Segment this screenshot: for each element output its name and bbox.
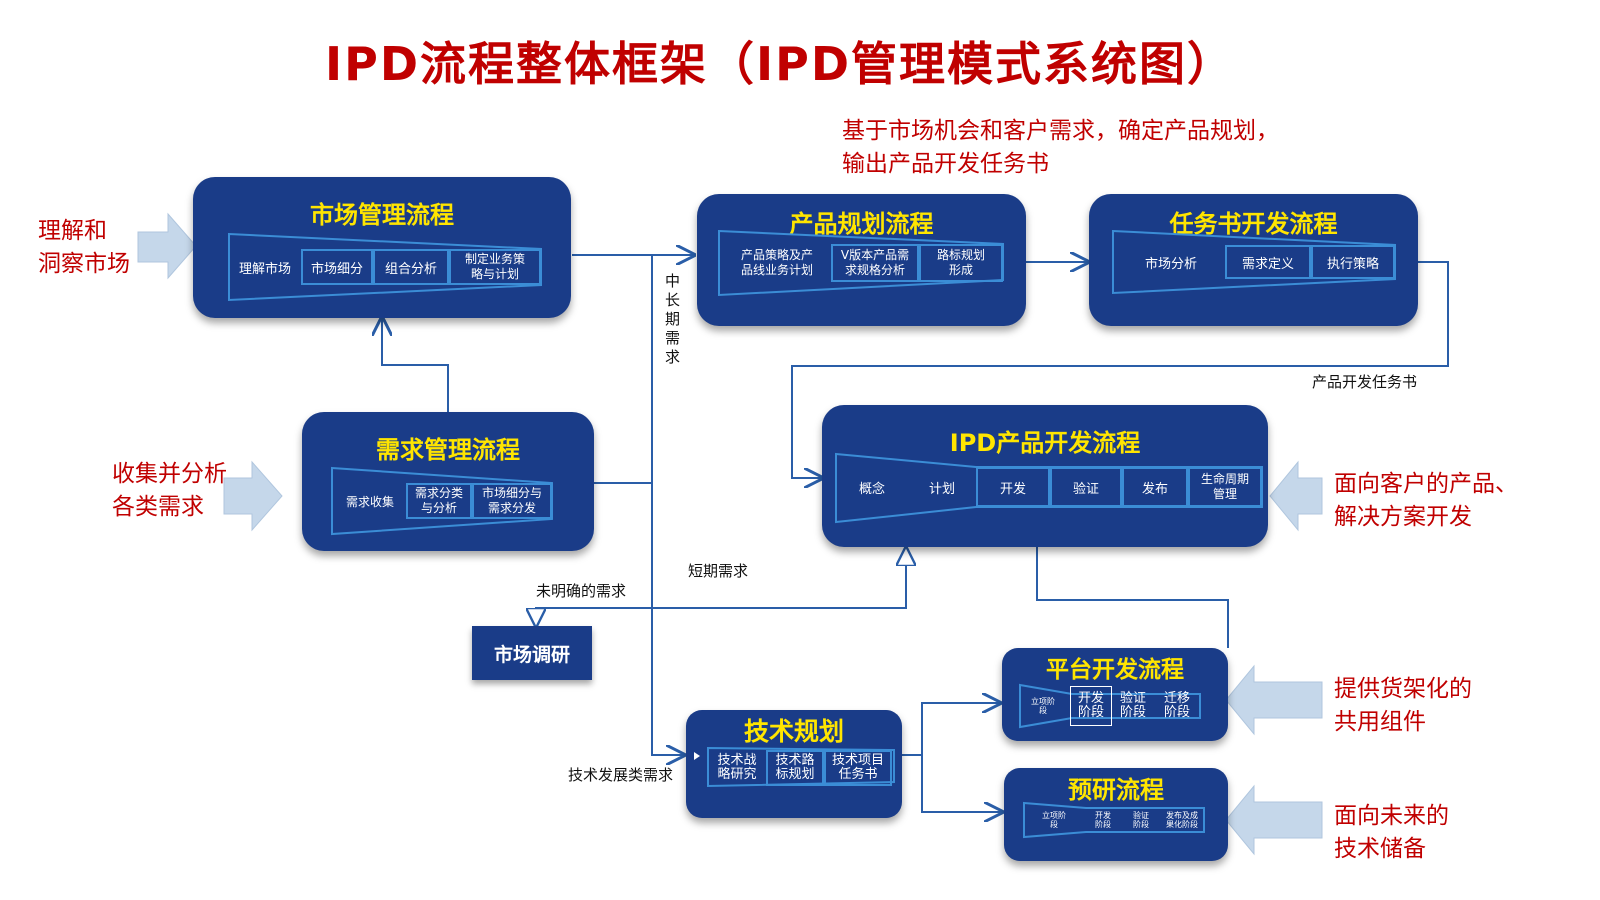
tech-step-roadmap: 技术路 标规划	[766, 750, 824, 786]
line-tech-to-platform	[902, 703, 1000, 756]
platform-step-develop: 开发 阶段	[1070, 686, 1112, 726]
platform-dev-title: 平台开发流程	[1046, 657, 1184, 683]
demand-management-funnel	[331, 466, 553, 536]
task-dev-title: 任务书开发流程	[1169, 210, 1338, 238]
task-step-market-analysis: 市场分析	[1144, 256, 1197, 272]
demand-management-box[interactable]: 需求管理流程 需求收集 需求分类 与分析 市场细分与 需求分发	[302, 412, 594, 551]
arrow-understand-market	[137, 212, 197, 280]
plan-step-strategy: 产品策略及产 品线业务计划	[740, 248, 813, 277]
demand-step-classify: 需求分类 与分析	[406, 483, 472, 519]
ipd-step-plan: 计划	[928, 481, 955, 497]
line-unclear	[536, 607, 652, 624]
research-step-initiation: 立项阶 段	[1042, 811, 1066, 829]
task-step-requirement-definition: 需求定义	[1225, 245, 1311, 279]
ipd-development-box[interactable]: IPD产品开发流程 概念 计划 开发 验证 发布 生命周期 管理	[822, 405, 1268, 547]
market-step-strategy: 制定业务策 略与计划	[449, 249, 541, 285]
market-step-understand: 理解市场	[238, 261, 291, 277]
label-short-term: 短期需求	[688, 562, 749, 580]
ipd-step-develop: 开发	[976, 467, 1050, 507]
demand-management-title: 需求管理流程	[376, 436, 520, 464]
top-note-line-2: 输出产品开发任务书	[842, 151, 1049, 177]
top-note-line-1: 基于市场机会和客户需求，确定产品规划，	[842, 118, 1279, 144]
line-tech-to-research	[921, 755, 1002, 812]
market-management-title: 市场管理流程	[310, 201, 454, 229]
platform-dev-funnel	[1019, 683, 1201, 729]
label-mid-long-term: 中长期需求	[665, 272, 681, 366]
product-planning-box[interactable]: 产品规划流程 产品策略及产 品线业务计划 V版本产品需 求规格分析 路标规划 形…	[697, 194, 1026, 326]
customer-line-2: 解决方案开发	[1334, 504, 1472, 530]
ipd-development-title: IPD产品开发流程	[949, 429, 1141, 457]
ipd-step-lifecycle: 生命周期 管理	[1188, 467, 1262, 507]
line-demand-to-market	[382, 318, 449, 412]
arrow-collect-demand	[223, 460, 283, 532]
pre-research-box[interactable]: 预研流程 立项阶 段 开发 阶段 验证 阶段 发布及成 果化阶段	[1004, 768, 1228, 861]
platform-step-verify: 验证 阶段	[1119, 691, 1146, 720]
line-platform-to-ipd	[1037, 516, 1229, 648]
market-management-box[interactable]: 市场管理流程 理解市场 市场细分 组合分析 制定业务策 略与计划	[193, 177, 571, 318]
task-dev-box[interactable]: 任务书开发流程 市场分析 需求定义 执行策略	[1089, 194, 1418, 326]
shelf-line-2: 共用组件	[1334, 709, 1426, 735]
plan-step-requirements: V版本产品需 求规格分析	[831, 244, 919, 282]
tech-planning-box[interactable]: 技术规划 技术战 略研究 技术路 标规划 技术项目 任务书	[686, 710, 902, 818]
future-line-2: 技术储备	[1334, 836, 1426, 862]
tech-step-taskbook: 技术项目 任务书	[824, 750, 892, 786]
market-step-portfolio: 组合分析	[373, 249, 449, 285]
shelf-line-1: 提供货架化的	[1334, 676, 1472, 702]
research-step-verify: 验证 阶段	[1133, 811, 1149, 829]
task-dev-funnel	[1112, 229, 1396, 295]
tech-step-strategy: 技术战 略研究	[717, 753, 757, 782]
label-task-book: 产品开发任务书	[1312, 373, 1418, 391]
tech-planning-funnel	[694, 746, 895, 788]
understand-line-2: 洞察市场	[38, 251, 130, 277]
platform-step-initiation: 立项阶 段	[1031, 697, 1055, 715]
market-management-funnel	[228, 232, 542, 302]
ipd-step-verify: 验证	[1050, 467, 1122, 507]
ipd-step-release: 发布	[1122, 467, 1188, 507]
market-research-box[interactable]: 市场调研	[472, 626, 592, 680]
market-step-segment: 市场细分	[301, 249, 373, 285]
understand-line-1: 理解和	[38, 218, 107, 244]
line-short-term	[652, 550, 906, 609]
research-step-release: 发布及成 果化阶段	[1166, 811, 1198, 829]
ipd-step-concept: 概念	[858, 481, 885, 497]
plan-step-roadmap: 路标规划 形成	[919, 244, 1003, 282]
pre-research-title: 预研流程	[1068, 776, 1164, 804]
platform-dev-box[interactable]: 平台开发流程 立项阶 段 开发 阶段 验证 阶段 迁移 阶段	[1002, 648, 1228, 741]
arrow-future	[1225, 784, 1323, 856]
label-tech-dev: 技术发展类需求	[568, 766, 674, 784]
line-task-to-ipd	[791, 261, 1449, 478]
customer-line-1: 面向客户的产品、	[1334, 471, 1518, 497]
collect-line-1: 收集并分析	[112, 461, 227, 487]
collect-line-2: 各类需求	[112, 494, 204, 520]
product-planning-funnel	[718, 229, 1004, 297]
arrow-shelf	[1225, 664, 1323, 736]
demand-step-collect: 需求收集	[345, 494, 394, 509]
arrow-customer	[1269, 460, 1323, 532]
label-unclear: 未明确的需求	[536, 582, 627, 600]
research-step-develop: 开发 阶段	[1095, 811, 1111, 829]
pre-research-funnel	[1023, 801, 1205, 839]
future-line-1: 面向未来的	[1334, 803, 1449, 829]
product-planning-title: 产品规划流程	[789, 210, 934, 238]
page-title: IPD流程整体框架（IPD管理模式系统图）	[324, 37, 1236, 91]
tech-planning-title: 技术规划	[743, 717, 844, 746]
demand-step-distribute: 市场细分与 需求分发	[472, 483, 552, 519]
line-trunk-vertical	[633, 254, 684, 755]
platform-step-migrate: 迁移 阶段	[1163, 691, 1190, 720]
task-step-execution: 执行策略	[1311, 245, 1395, 279]
